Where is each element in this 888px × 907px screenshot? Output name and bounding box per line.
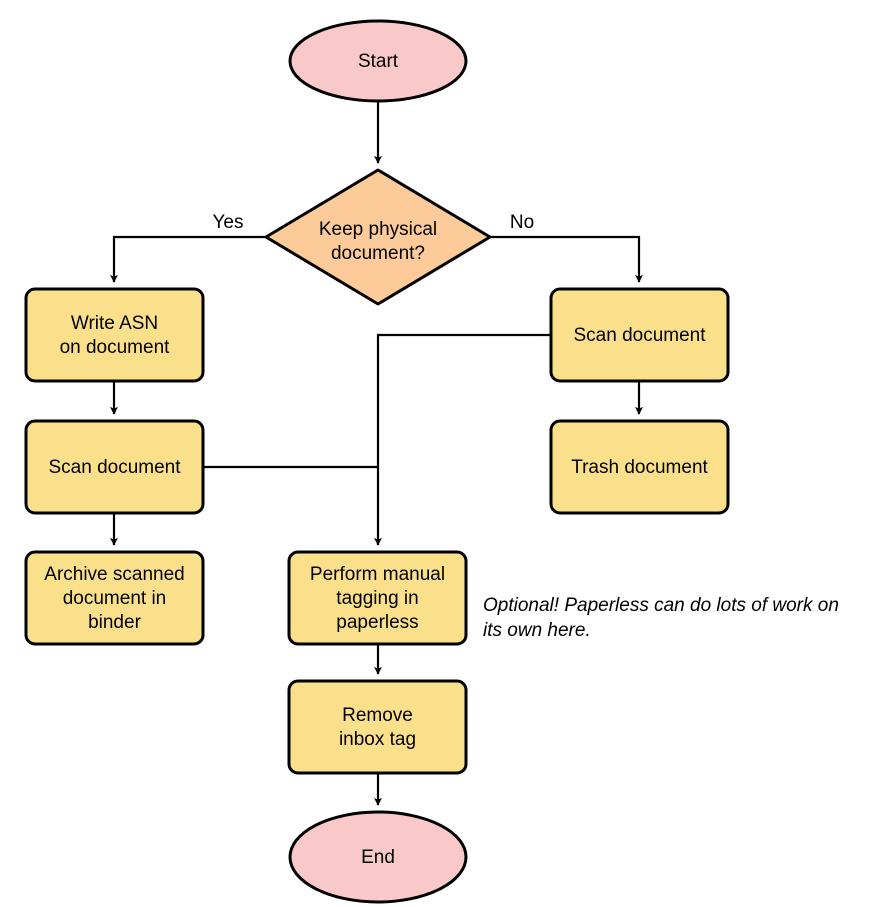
optional-note-line1: Optional! Paperless can do lots of work … (483, 595, 839, 616)
edge-label-no: No (510, 212, 534, 233)
optional-note-line2: its own here. (483, 620, 591, 641)
scan-document-left-rect[interactable] (24, 419, 205, 515)
scan-document-left-label: Scan document (48, 457, 181, 478)
end-ellipse[interactable] (288, 810, 468, 904)
scan-document-right-label: Scan document (573, 325, 706, 346)
edge-decision-no-to-scan-right: No (491, 212, 643, 283)
optional-note: Optional! Paperless can do lots of work … (483, 595, 839, 641)
start-label: Start (358, 51, 399, 72)
archive-label-line1: Archive scanned (44, 564, 184, 585)
decision-label-line1: Keep physical (319, 219, 437, 240)
tagging-label-line2: tagging in (336, 588, 418, 609)
node-scan-document-left[interactable]: Scan document (24, 419, 205, 515)
write-asn-label-line1: Write ASN (71, 313, 158, 334)
remove-inbox-label-line2: inbox tag (339, 729, 416, 750)
node-scan-document-right[interactable]: Scan document (549, 287, 730, 383)
tagging-label-line3: paperless (336, 612, 418, 633)
node-write-asn-on-document[interactable]: Write ASN on document (24, 287, 205, 383)
end-label: End (361, 847, 395, 868)
archive-rect[interactable] (24, 550, 205, 646)
remove-inbox-label-line1: Remove (342, 705, 413, 726)
edge-scan-right-to-tagging (374, 333, 551, 546)
node-archive-scanned-document[interactable]: Archive scanned document in binder (24, 550, 205, 646)
archive-label-line3: binder (88, 612, 141, 633)
trash-document-rect[interactable] (549, 419, 730, 515)
node-start[interactable]: Start (288, 19, 468, 103)
node-perform-manual-tagging[interactable]: Perform manual tagging in paperless (287, 550, 468, 646)
scan-document-right-rect[interactable] (549, 287, 730, 383)
node-remove-inbox-tag[interactable]: Remove inbox tag (287, 679, 468, 775)
edge-decision-yes-to-write-asn: Yes (110, 212, 265, 283)
node-end[interactable]: End (288, 810, 468, 904)
node-decision-keep-physical-document[interactable]: Keep physical document? (264, 168, 492, 306)
write-asn-rect[interactable] (24, 287, 205, 383)
edge-label-yes: Yes (213, 212, 244, 233)
decision-diamond[interactable] (264, 168, 492, 306)
remove-inbox-rect[interactable] (287, 679, 468, 775)
start-ellipse[interactable] (288, 19, 468, 103)
write-asn-label-line2: on document (60, 337, 171, 358)
tagging-rect[interactable] (287, 550, 468, 646)
decision-label-line2: document? (331, 243, 425, 264)
tagging-label-line1: Perform manual (310, 564, 445, 585)
node-trash-document[interactable]: Trash document (549, 419, 730, 515)
trash-document-label: Trash document (571, 457, 708, 478)
archive-label-line2: document in (63, 588, 167, 609)
